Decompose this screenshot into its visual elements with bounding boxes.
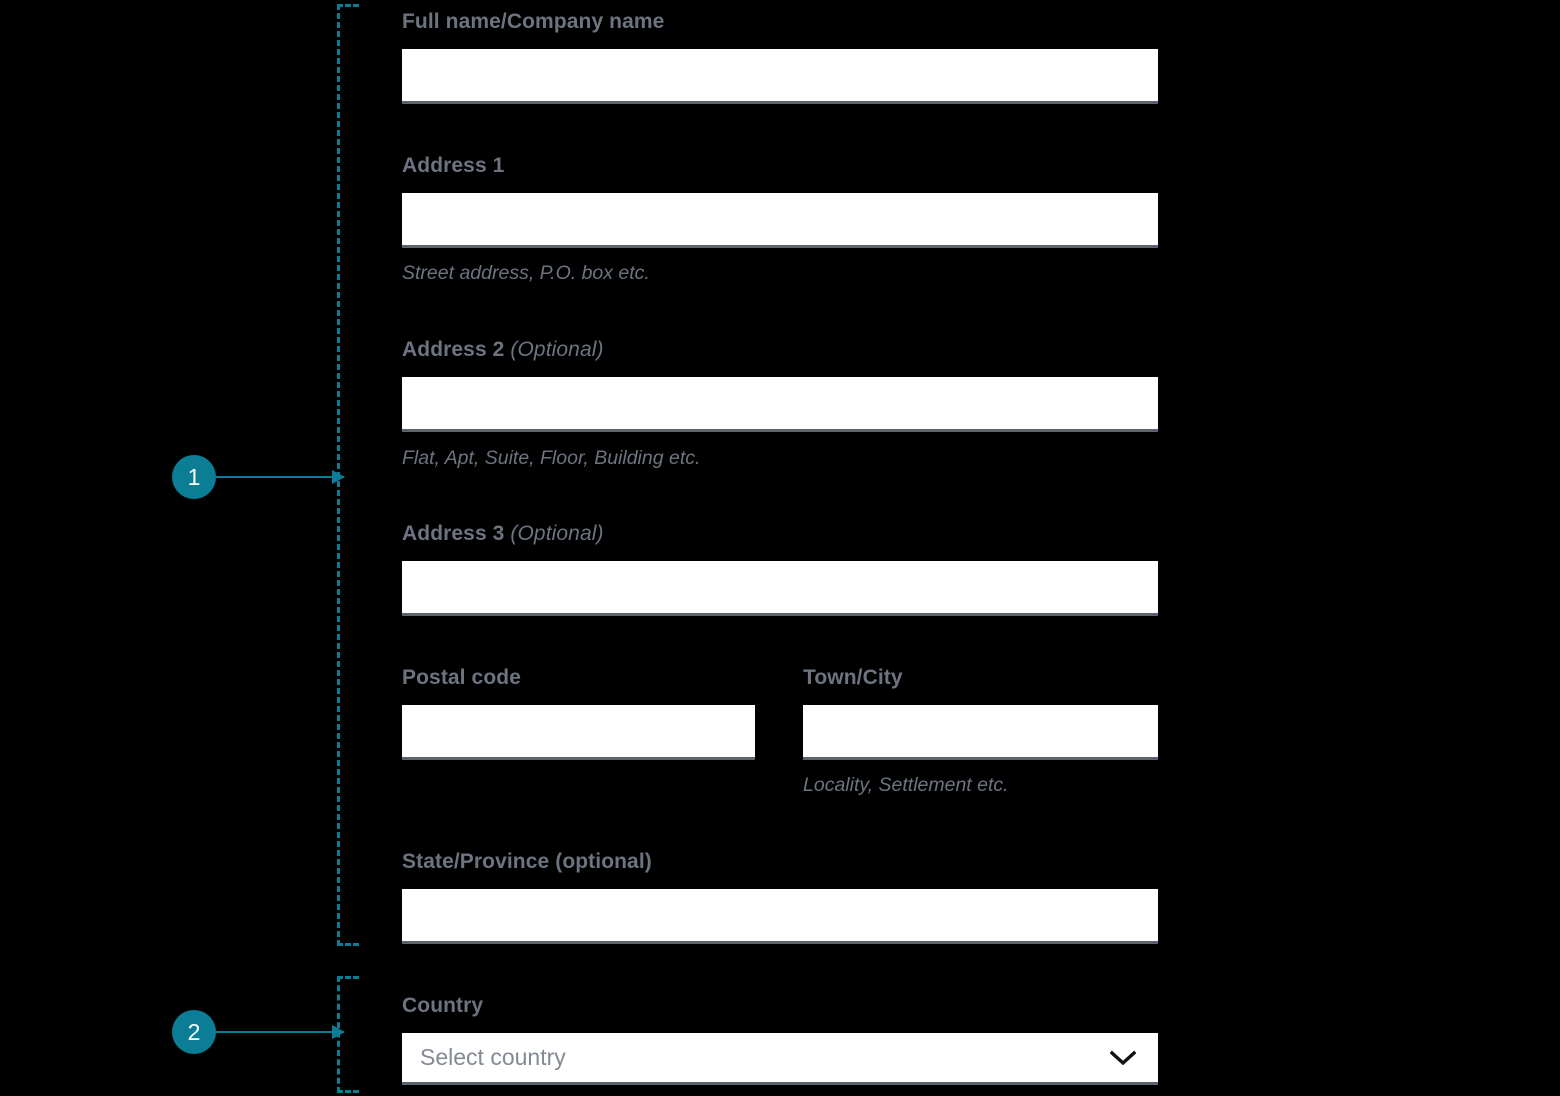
address-1-hint: Street address, P.O. box etc.	[402, 262, 650, 284]
address-1-input[interactable]	[402, 193, 1158, 248]
state-province-input[interactable]	[402, 889, 1158, 944]
country-label: Country	[402, 994, 484, 1017]
address-2-label-text: Address 2	[402, 338, 505, 361]
address-2-label: Address 2 (Optional)	[402, 337, 604, 362]
address-2-hint: Flat, Apt, Suite, Floor, Building etc.	[402, 447, 701, 469]
town-city-label: Town/City	[803, 666, 903, 689]
address-2-optional-text: (Optional)	[510, 338, 604, 361]
bracket-tick-bottom	[337, 1090, 359, 1093]
state-province-label: State/Province (optional)	[402, 850, 652, 873]
annotation-callout-1: 1	[172, 455, 345, 499]
bracket-tick-bottom	[337, 943, 359, 946]
full-name-input[interactable]	[402, 49, 1158, 104]
annotation-badge-2: 2	[172, 1010, 216, 1054]
postal-code-input[interactable]	[402, 705, 755, 760]
address-2-input[interactable]	[402, 377, 1158, 432]
address-3-label: Address 3 (Optional)	[402, 521, 604, 546]
address-1-label: Address 1	[402, 154, 505, 177]
annotation-callout-2: 2	[172, 1010, 345, 1054]
annotation-arrow-1	[216, 470, 345, 484]
country-select[interactable]: Select country	[402, 1033, 1158, 1085]
postal-code-label: Postal code	[402, 666, 521, 689]
address-3-label-text: Address 3	[402, 522, 505, 545]
town-city-input[interactable]	[803, 705, 1158, 760]
bracket-tick-top	[337, 976, 359, 979]
address-3-input[interactable]	[402, 561, 1158, 616]
bracket-tick-top	[337, 4, 359, 7]
annotation-badge-1: 1	[172, 455, 216, 499]
chevron-down-icon	[1109, 1050, 1137, 1066]
country-placeholder: Select country	[420, 1044, 566, 1070]
annotation-arrow-2	[216, 1025, 345, 1039]
address-3-optional-text: (Optional)	[510, 522, 604, 545]
full-name-label: Full name/Company name	[402, 10, 665, 33]
town-city-hint: Locality, Settlement etc.	[803, 774, 1009, 796]
